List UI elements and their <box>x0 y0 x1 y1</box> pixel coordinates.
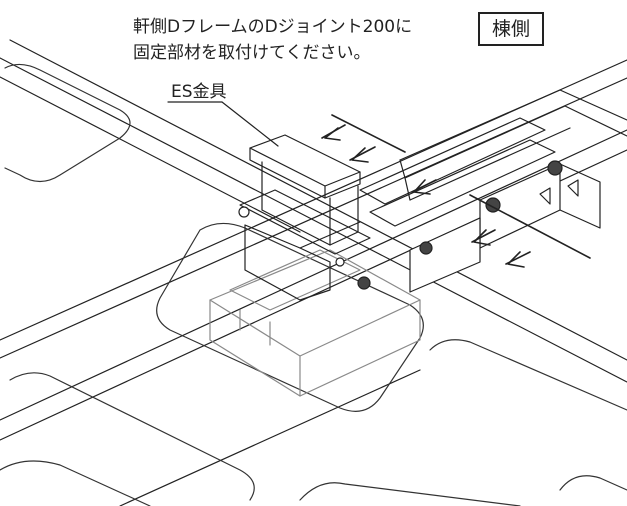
d-joint-frame <box>359 89 627 293</box>
part-label: ES金具 <box>171 82 227 102</box>
instruction-line-1: 軒側DフレームのDジョイント200に <box>133 17 413 37</box>
lower-bracket <box>209 249 421 397</box>
roof-rails <box>0 39 627 506</box>
side-label: 棟側 <box>478 12 544 46</box>
instruction-line-2: 固定部材を取付けてください。 <box>133 43 371 63</box>
direction-arrows <box>321 114 591 268</box>
solar-panels <box>0 63 627 506</box>
es-bracket <box>239 134 371 301</box>
